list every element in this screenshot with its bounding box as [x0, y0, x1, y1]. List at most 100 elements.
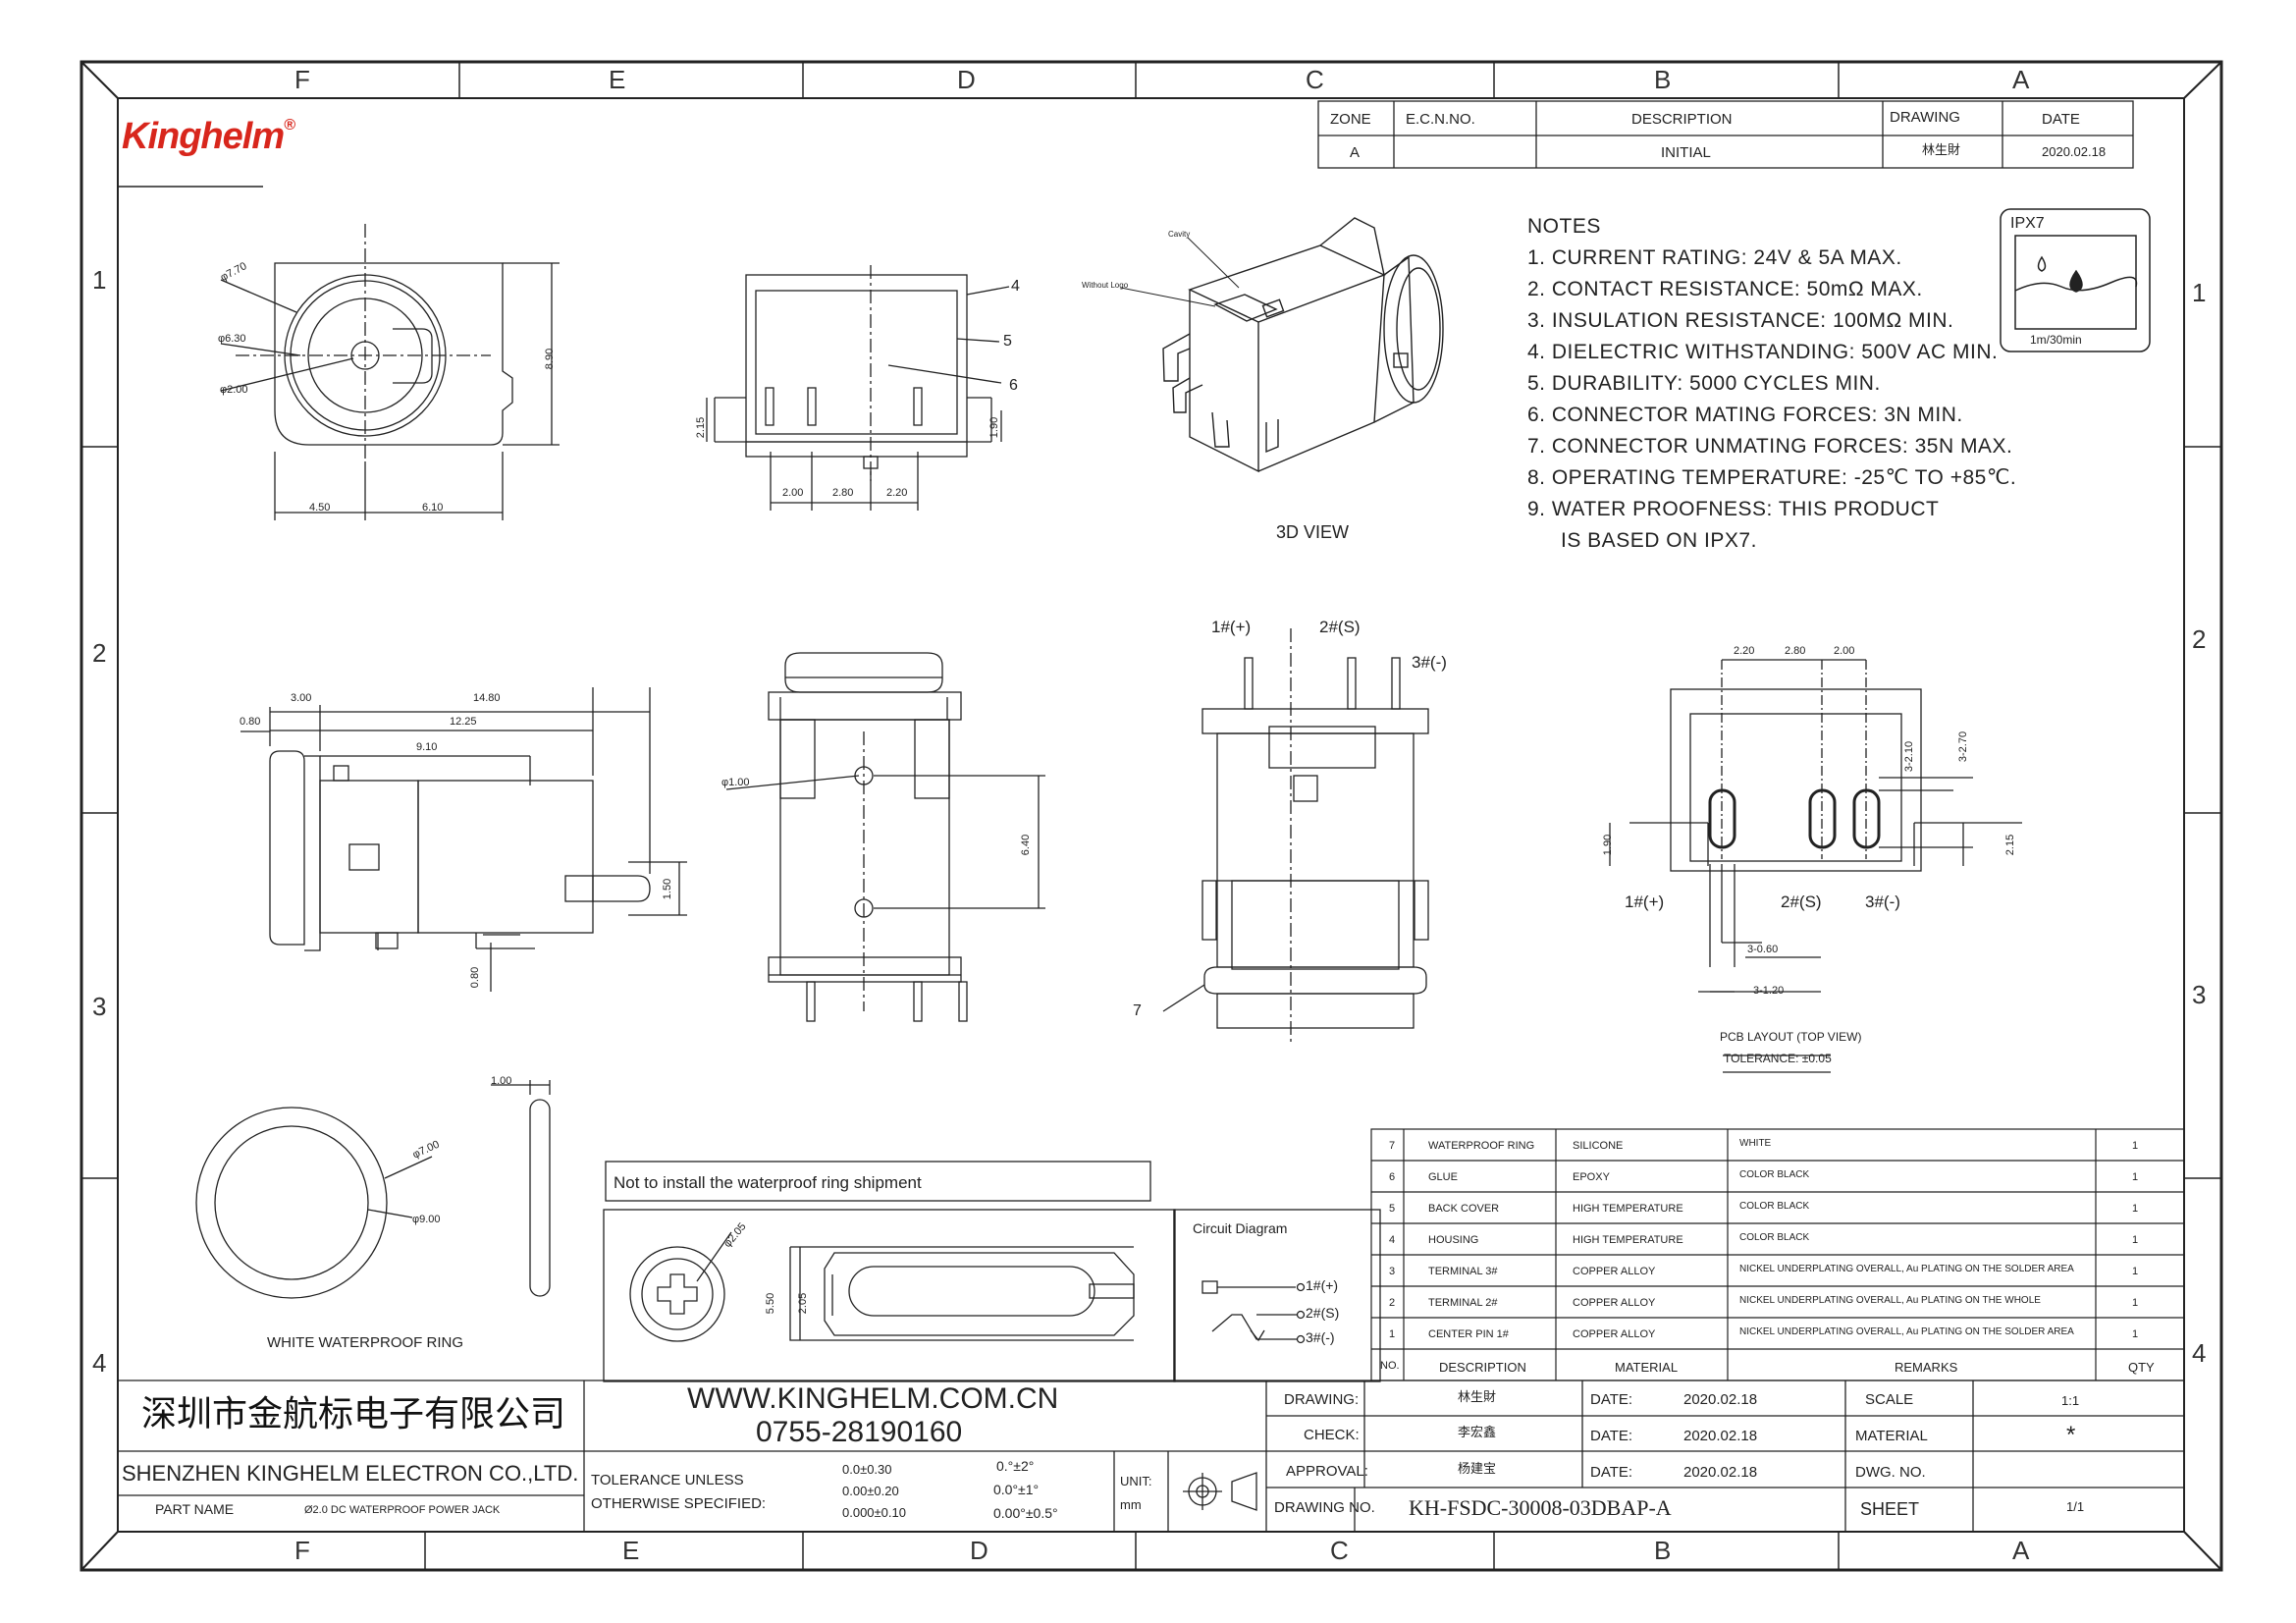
material-label: MATERIAL — [1855, 1428, 1928, 1444]
bom-row-qty: 1 — [2132, 1203, 2139, 1215]
bom-row-remarks: NICKEL UNDERPLATING OVERALL, Au PLATING … — [1739, 1326, 2074, 1337]
zone-col-c-bottom: C — [1330, 1536, 1349, 1565]
bom-header-description: DESCRIPTION — [1439, 1360, 1526, 1375]
drawing-by: 林生財 — [1458, 1389, 1497, 1404]
tolerance-linear-3: 0.000±0.10 — [842, 1505, 906, 1520]
ring-caption: WHITE WATERPROOF RING — [267, 1334, 463, 1351]
rev-header-date: DATE — [2042, 111, 2080, 128]
bom-row-description: TERMINAL 3# — [1428, 1266, 1498, 1277]
bom-row-qty: 1 — [2132, 1266, 2139, 1277]
note-3: 3. INSULATION RESISTANCE: 100MΩ MIN. — [1527, 309, 1954, 332]
bom-row-description: HOUSING — [1428, 1234, 1479, 1246]
bom-row-qty: 1 — [2132, 1140, 2139, 1152]
bom-row-material: SILICONE — [1573, 1140, 1624, 1152]
pcb-h1: 1.90 — [1602, 834, 1615, 856]
material-value: * — [2066, 1422, 2076, 1448]
circuit-title: Circuit Diagram — [1193, 1220, 1288, 1236]
approval-date-label: DATE: — [1590, 1464, 1633, 1481]
note-8: 8. OPERATING TEMPERATURE: -25℃ TO +85℃. — [1527, 466, 2017, 489]
check-by: 李宏鑫 — [1458, 1425, 1497, 1439]
zone-row-3-right: 3 — [2192, 980, 2207, 1009]
check-label: CHECK: — [1304, 1427, 1360, 1443]
zone-col-f: F — [294, 65, 310, 94]
bom-row-qty: 1 — [2132, 1234, 2139, 1246]
check-date: 2020.02.18 — [1683, 1428, 1758, 1444]
note-2: 2. CONTACT RESISTANCE: 50mΩ MAX. — [1527, 278, 1923, 300]
brand-logo-text: Kinghelm — [122, 116, 285, 157]
dim-top-p1: 2.00 — [782, 487, 804, 499]
dim-side-f: 1.50 — [662, 878, 674, 900]
part-name: Ø2.0 DC WATERPROOF POWER JACK — [304, 1504, 501, 1516]
pcb-s2: 3-2.70 — [1957, 730, 1970, 763]
bom-row-no: 5 — [1389, 1203, 1396, 1215]
pcb-d1: 2.20 — [1734, 645, 1755, 657]
bom-row-qty: 1 — [2132, 1171, 2139, 1183]
bom-row-remarks: COLOR BLACK — [1739, 1169, 1810, 1180]
zone-col-d: D — [957, 65, 976, 94]
dim-side-g: 0.80 — [469, 966, 482, 989]
dim-top-p2: 2.80 — [832, 487, 854, 499]
pcb-s1: 3-2.10 — [1903, 740, 1916, 773]
dim-top-h2: 1.90 — [988, 416, 1001, 439]
bom-header-remarks: REMARKS — [1895, 1360, 1958, 1375]
rev-header-drawing: DRAWING — [1890, 109, 1960, 126]
bom-row-qty: 1 — [2132, 1297, 2139, 1309]
ipx-title: IPX7 — [2010, 215, 2045, 232]
check-date-label: DATE: — [1590, 1428, 1633, 1444]
dim-top-p3: 2.20 — [886, 487, 908, 499]
zone-col-a-bottom: A — [2012, 1536, 2030, 1565]
pcb-d3: 2.00 — [1834, 645, 1855, 657]
rev-header-description: DESCRIPTION — [1631, 111, 1733, 128]
company-name-cn: 深圳市金航标电子有限公司 — [141, 1393, 566, 1434]
bom-row-material: COPPER ALLOY — [1573, 1297, 1656, 1309]
pcb-h2: 2.15 — [2004, 834, 2017, 856]
ring-warning: Not to install the waterproof ring shipm… — [614, 1173, 922, 1192]
callout-4: 4 — [1011, 278, 1020, 295]
zone-col-e: E — [609, 65, 626, 94]
company-phone: 0755-28190160 — [756, 1416, 963, 1448]
drawing-no-label: DRAWING NO. — [1274, 1499, 1375, 1516]
bom-row-material: HIGH TEMPERATURE — [1573, 1234, 1683, 1246]
notes-title: NOTES — [1527, 215, 1601, 238]
bom-row-no: 7 — [1389, 1140, 1396, 1152]
tolerance-angle-2: 0.0°±1° — [993, 1482, 1040, 1497]
dim-side-d: 12.25 — [450, 716, 477, 728]
iso-caption: 3D VIEW — [1276, 522, 1350, 542]
dim-side-a: 3.00 — [291, 692, 312, 704]
bom-row-material: COPPER ALLOY — [1573, 1266, 1656, 1277]
pin-label-1: 1#(+) — [1211, 618, 1252, 636]
zone-row-1: 1 — [92, 265, 107, 295]
bom-row-description: CENTER PIN 1# — [1428, 1328, 1509, 1340]
zone-col-f-bottom: F — [294, 1536, 310, 1565]
unit-label: UNIT: — [1120, 1474, 1152, 1488]
bom-row-material: COPPER ALLOY — [1573, 1328, 1656, 1340]
tolerance-linear-2: 0.00±0.20 — [842, 1484, 899, 1498]
pin-label-3: 3#(-) — [1412, 653, 1447, 672]
company-url: WWW.KINGHELM.COM.CN — [687, 1382, 1059, 1415]
pcb-d2: 2.80 — [1785, 645, 1806, 657]
bom-header-material: MATERIAL — [1615, 1360, 1679, 1375]
zone-col-a: A — [2012, 65, 2030, 94]
tolerance-linear-1: 0.0±0.30 — [842, 1462, 892, 1477]
bom-row-no: 1 — [1389, 1328, 1396, 1340]
bom-row-no: 4 — [1389, 1234, 1396, 1246]
dwg-no-label: DWG. NO. — [1855, 1464, 1926, 1481]
bom-row-qty: 1 — [2132, 1328, 2139, 1340]
zone-row-1-right: 1 — [2192, 278, 2207, 307]
zone-row-3: 3 — [92, 992, 107, 1021]
bom-header-no: NO. — [1380, 1360, 1400, 1372]
approval-date: 2020.02.18 — [1683, 1464, 1758, 1481]
ring-thickness: 1.00 — [491, 1075, 512, 1087]
circuit-pin-1: 1#(+) — [1306, 1277, 1339, 1293]
tolerance-angle-3: 0.00°±0.5° — [993, 1505, 1058, 1521]
dim-side-e: 9.10 — [416, 741, 438, 753]
drawing-date-label: DATE: — [1590, 1391, 1633, 1408]
zone-col-b: B — [1654, 65, 1672, 94]
ipx-caption: 1m/30min — [2030, 333, 2082, 347]
approval-label: APPROVAL: — [1286, 1463, 1368, 1480]
iso-cavity-label: Cavity — [1168, 230, 1191, 239]
pin-label-2: 2#(S) — [1319, 618, 1361, 636]
bom-row-remarks: NICKEL UNDERPLATING OVERALL, Au PLATING … — [1739, 1295, 2041, 1306]
zone-row-4-right: 4 — [2192, 1338, 2207, 1368]
